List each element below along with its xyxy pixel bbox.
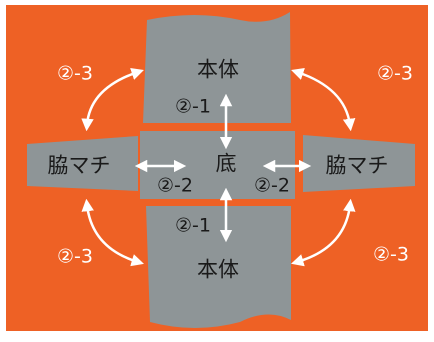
- step-bottom-left-label: ②-3: [57, 245, 93, 268]
- arrow-bottom-left-curve: [81, 198, 144, 267]
- step-left-horizontal-label: ②-2: [157, 174, 193, 197]
- arrow-top-left-curve: [81, 68, 144, 132]
- bottom-body-label: 本体: [197, 257, 239, 282]
- arrow-top-right-curve: [291, 68, 356, 132]
- center-base-label: 底: [215, 151, 237, 176]
- step-top-right-label: ②-3: [377, 62, 413, 85]
- arrow-bottom-right-curve: [291, 198, 356, 267]
- step-upper-vertical-label: ②-1: [175, 95, 211, 118]
- left-gusset-panel: [27, 136, 138, 191]
- step-top-left-label: ②-3: [57, 62, 93, 85]
- right-gusset-panel: [303, 135, 415, 192]
- step-bottom-right-label: ②-3: [373, 243, 409, 266]
- step-right-horizontal-label: ②-2: [254, 174, 290, 197]
- left-gusset-label: 脇マチ: [47, 153, 111, 178]
- right-gusset-label: 脇マチ: [325, 153, 389, 178]
- bottom-body-panel: [146, 206, 291, 328]
- top-body-panel: [143, 12, 291, 123]
- top-body-label: 本体: [197, 57, 239, 82]
- step-lower-vertical-label: ②-1: [175, 214, 211, 237]
